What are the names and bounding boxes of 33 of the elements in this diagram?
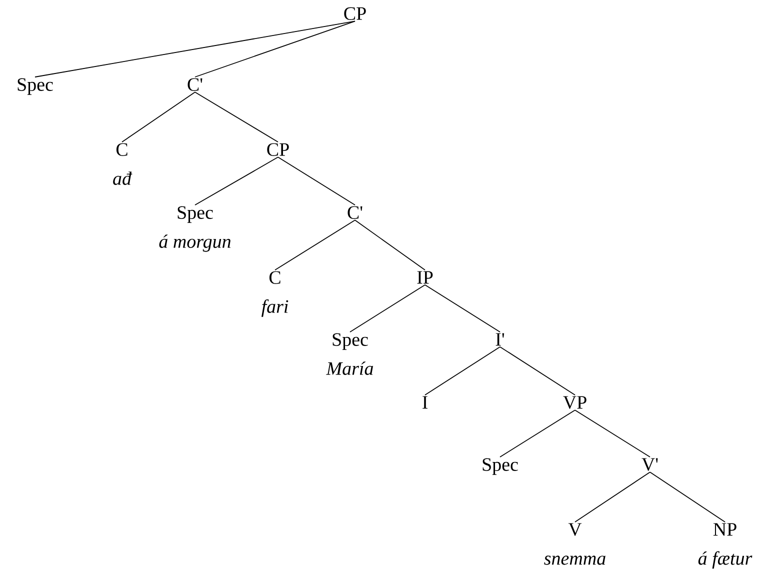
branch-line [278,156,356,206]
branch-line [650,472,726,522]
leaf-label: C ađ [113,143,132,185]
category-label: Spec [18,78,53,95]
branch-line [354,220,426,270]
branch-line [122,92,196,142]
category-label: VP [563,396,586,409]
branch-line [194,156,278,206]
branch-line [194,92,278,142]
branch-line [274,220,356,270]
category-label: I [422,396,428,409]
branch-line [34,20,356,78]
branch-line [574,410,650,458]
leaf-label: C fari [262,271,288,317]
category-label: CP [267,143,289,156]
category-label: C' [188,78,202,91]
leaf-label: NP á fætur [698,523,752,569]
leaf-label: Spec María [326,333,374,375]
branch-line [574,472,650,522]
branch-line [424,284,500,332]
leaf-label: Spec á morgun [159,206,231,252]
category-label: V' [642,458,658,471]
leaf-label: V snemma [544,523,606,565]
branch-line [350,284,426,332]
category-label: CP [344,7,366,20]
branch-line [500,346,576,396]
category-label: I' [496,333,504,346]
branch-line [194,20,356,78]
category-label: Spec [482,458,518,475]
category-label: IP [417,271,433,284]
branch-line [424,346,500,396]
category-label: C' [348,206,362,219]
branch-line [500,410,576,458]
